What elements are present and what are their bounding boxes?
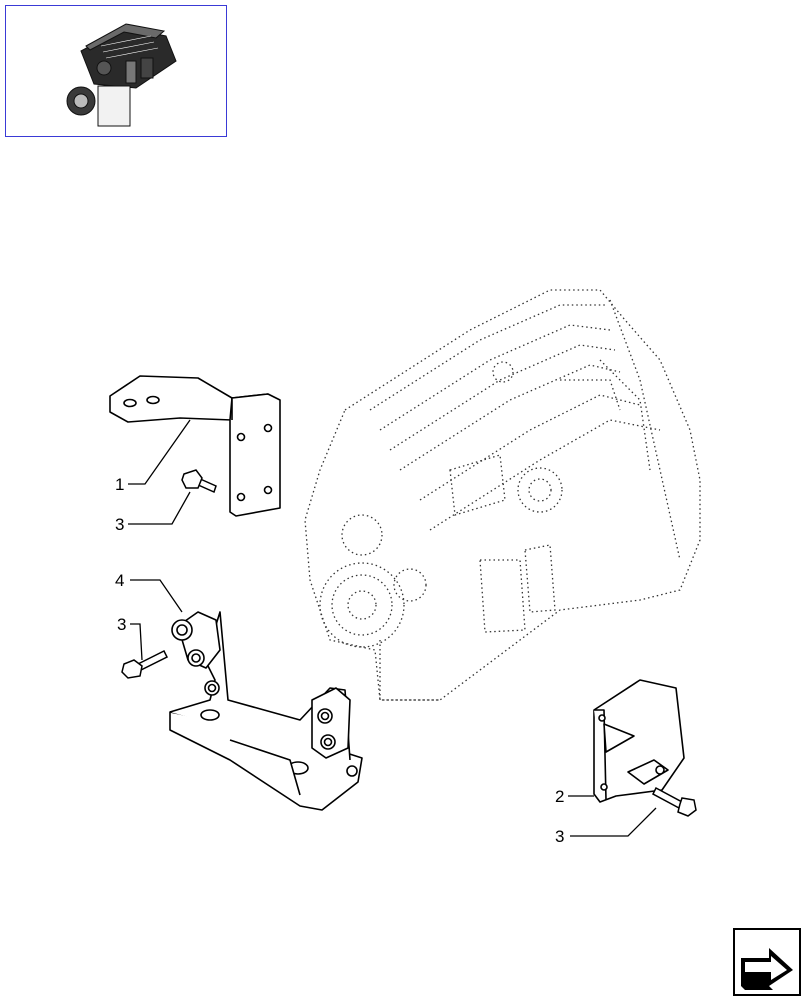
callout-3-middle: 3	[117, 615, 126, 634]
engine-thumbnail-icon	[66, 23, 177, 127]
leader-lines	[128, 419, 657, 837]
callout-3-lower: 3	[555, 827, 564, 846]
part-4-mount-support[interactable]	[169, 611, 363, 811]
next-page-button[interactable]	[733, 928, 801, 996]
part-3-bolt-middle[interactable]	[121, 649, 169, 679]
part-2-bracket[interactable]	[593, 679, 685, 803]
callout-3-upper: 3	[115, 515, 124, 534]
arrow-next-page-icon	[741, 948, 793, 990]
callout-2: 2	[555, 787, 564, 806]
part-3-bolt-upper[interactable]	[181, 469, 217, 494]
callout-1: 1	[115, 475, 124, 494]
part-1-bracket[interactable]	[109, 375, 281, 517]
callout-4: 4	[115, 571, 124, 590]
part-3-bolt-lower[interactable]	[652, 786, 697, 817]
engine-outline	[304, 289, 701, 701]
engine-thumbnail[interactable]	[5, 5, 227, 137]
